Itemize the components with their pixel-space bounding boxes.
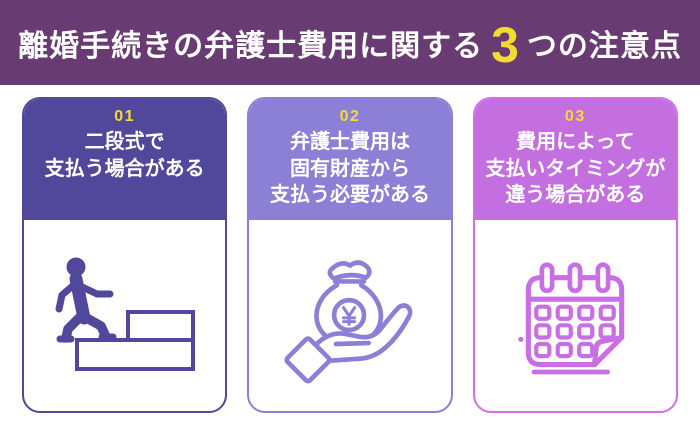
banner-text-after: つの注意点	[526, 29, 682, 63]
card-two-step-payment: 01 二段式で 支払う場合がある	[22, 97, 228, 413]
card-2-title: 弁護士費用は 固有財産から 支払う必要がある	[269, 131, 430, 207]
card-3-title: 費用によって 支払いタイミングが 違う場合がある	[485, 131, 666, 207]
card-1-body	[24, 220, 225, 411]
calendar-icon	[518, 261, 625, 374]
cards-row: 01 二段式で 支払う場合がある	[0, 85, 700, 413]
card-payment-timing: 03 費用によって 支払いタイミングが 違う場合がある	[472, 97, 678, 413]
card-2-header: 02 弁護士費用は 固有財産から 支払う必要がある	[249, 99, 451, 220]
money-bag-hand-icon	[284, 259, 413, 383]
stairs-person-icon	[55, 257, 195, 371]
card-3-number: 03	[564, 108, 586, 125]
card-1-number: 01	[114, 108, 136, 125]
card-2-body	[249, 220, 450, 411]
card-3-header: 03 費用によって 支払いタイミングが 違う場合がある	[474, 99, 676, 220]
card-pay-from-own-assets: 02 弁護士費用は 固有財産から 支払う必要がある	[247, 97, 453, 413]
title-banner: 離婚手続きの弁護士費用に関する 3 つの注意点	[0, 0, 700, 85]
banner-highlight-number: 3	[491, 16, 519, 73]
card-1-title: 二段式で 支払う場合がある	[44, 131, 205, 180]
card-2-number: 02	[339, 108, 361, 125]
card-3-body	[475, 220, 676, 411]
banner-text-before: 離婚手続きの弁護士費用に関する	[18, 29, 484, 63]
card-1-header: 01 二段式で 支払う場合がある	[24, 99, 226, 220]
